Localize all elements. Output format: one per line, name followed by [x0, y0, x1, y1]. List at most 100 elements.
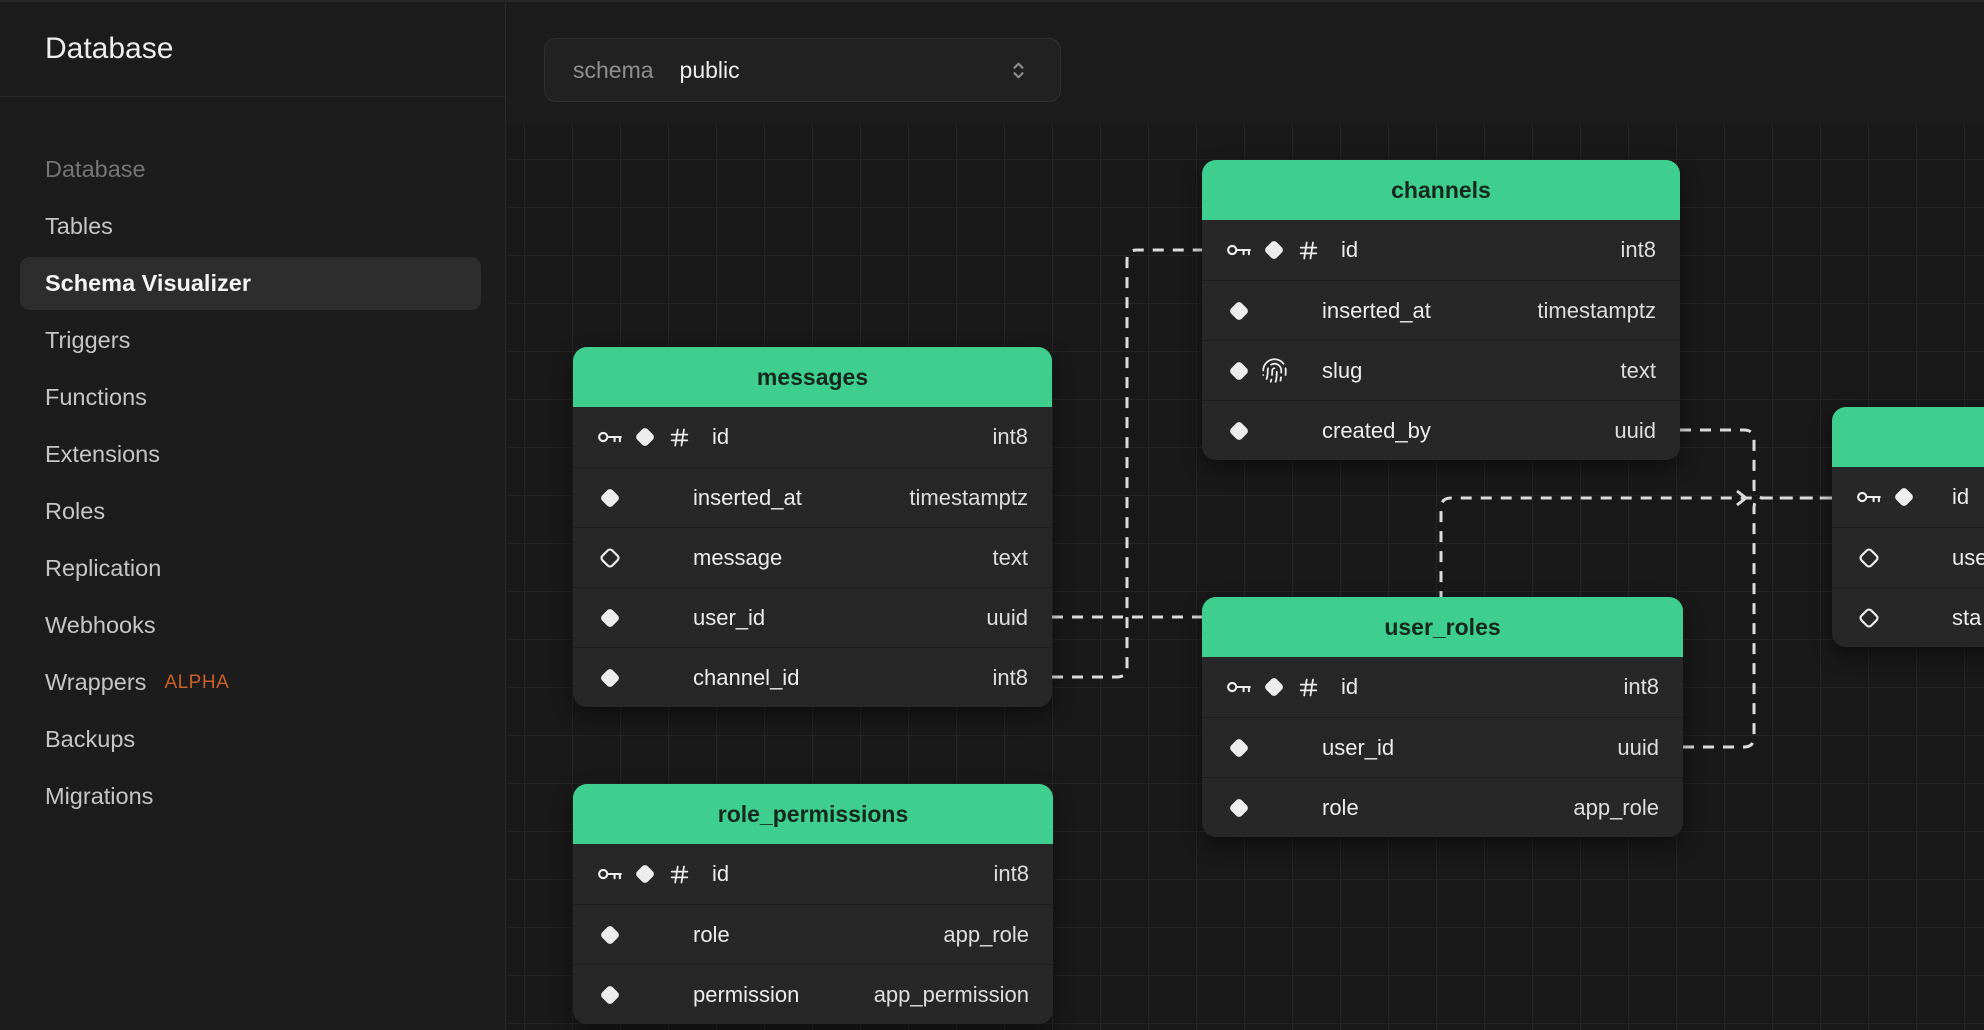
table-row: user_id uuid	[1202, 717, 1683, 777]
diamond-filled-icon	[632, 861, 658, 887]
diamond-outline-icon	[1856, 605, 1882, 631]
column-name: use	[1952, 544, 1984, 570]
column-icons	[1226, 357, 1302, 384]
column-type: int8	[993, 861, 1029, 886]
hash-icon	[1296, 238, 1321, 263]
column-type: text	[1620, 357, 1656, 383]
column-name: role	[1322, 794, 1359, 820]
sidebar-item-replication[interactable]: Replication	[45, 555, 162, 581]
sidebar-item-extensions[interactable]: Extensions	[45, 441, 160, 467]
column-icons	[1226, 418, 1302, 444]
diamond-filled-icon	[1226, 298, 1252, 324]
sidebar-item-migrations[interactable]: Migrations	[45, 783, 154, 809]
column-icons	[1856, 484, 1932, 510]
column-name: id	[1341, 237, 1359, 262]
column-type: app_role	[1573, 794, 1659, 820]
column-type: int8	[1620, 237, 1656, 262]
column-icons	[597, 485, 673, 511]
primary-key-icon	[597, 424, 623, 450]
diamond-filled-icon	[1261, 237, 1287, 263]
column-type: uuid	[1617, 734, 1659, 760]
table-row: sta	[1832, 587, 1984, 647]
sidebar: Database Database Tables Schema Visualiz…	[0, 2, 506, 1030]
sidebar-item-backups[interactable]: Backups	[45, 726, 136, 752]
hash-icon	[1296, 675, 1321, 700]
diamond-filled-icon	[597, 982, 623, 1008]
table-header: role_permissions	[573, 784, 1053, 844]
column-name: slug	[1322, 357, 1363, 383]
column-name: id	[1952, 484, 1970, 509]
column-type: text	[992, 544, 1028, 570]
sidebar-item-tables[interactable]: Tables	[45, 213, 113, 239]
primary-key-icon	[597, 861, 623, 887]
sidebar-item-schema-visualizer[interactable]: Schema Visualizer	[0, 255, 505, 312]
column-type: int8	[1623, 674, 1659, 699]
column-icons	[597, 982, 673, 1008]
column-icons	[597, 861, 692, 887]
table-row: inserted_at timestamptz	[573, 467, 1052, 527]
diamond-filled-icon	[632, 424, 658, 450]
column-icons	[597, 424, 692, 450]
sidebar-item-webhooks[interactable]: Webhooks	[45, 612, 156, 638]
column-name: id	[1341, 674, 1359, 699]
column-name: role	[693, 921, 730, 947]
schema-select[interactable]: schema public	[544, 38, 1061, 102]
table-node[interactable]: id use sta	[1832, 407, 1984, 647]
column-name: channel_id	[693, 664, 800, 690]
diamond-filled-icon	[1891, 484, 1917, 510]
diamond-outline-icon	[1856, 545, 1882, 571]
relationship-edge	[1052, 248, 1202, 679]
table-row: id	[1832, 467, 1984, 527]
diamond-filled-icon	[1261, 674, 1287, 700]
column-type: int8	[992, 424, 1028, 449]
column-type: app_role	[943, 921, 1029, 947]
primary-key-icon	[1226, 237, 1252, 263]
sidebar-item-wrappers[interactable]: Wrappers ALPHA	[45, 669, 230, 695]
column-icons	[597, 545, 673, 571]
table-row: role app_role	[573, 904, 1053, 964]
column-name: inserted_at	[693, 484, 802, 510]
diamond-filled-icon	[1226, 358, 1252, 384]
diamond-filled-icon	[597, 922, 623, 948]
fingerprint-icon	[1261, 357, 1288, 384]
alpha-badge: ALPHA	[164, 671, 230, 693]
column-name: user_id	[1322, 734, 1395, 760]
schema-select-label: schema	[573, 56, 654, 83]
primary-key-icon	[1856, 484, 1882, 510]
primary-key-icon	[1226, 674, 1252, 700]
diamond-filled-icon	[1226, 795, 1252, 821]
table-row: slug text	[1202, 340, 1680, 400]
column-type: uuid	[986, 604, 1028, 630]
column-type: app_permission	[873, 981, 1029, 1007]
column-type: uuid	[1614, 417, 1656, 443]
column-icons	[1226, 237, 1321, 263]
table-row: use	[1832, 527, 1984, 587]
diamond-filled-icon	[597, 485, 623, 511]
chevron-up-down-icon	[1005, 57, 1032, 84]
column-icons	[597, 922, 673, 948]
sidebar-item-database-label: Database	[45, 156, 146, 182]
sidebar-item-triggers[interactable]: Triggers	[45, 327, 131, 353]
hash-icon	[667, 425, 692, 450]
column-type: timestamptz	[909, 484, 1028, 510]
table-header: channels	[1202, 160, 1680, 220]
sidebar-item-roles[interactable]: Roles	[45, 498, 106, 524]
column-icons	[1226, 674, 1321, 700]
column-name: inserted_at	[1322, 297, 1431, 323]
sidebar-item-functions[interactable]: Functions	[45, 384, 147, 410]
column-icons	[1226, 735, 1302, 761]
diamond-filled-icon	[597, 665, 623, 691]
column-icons	[1856, 545, 1932, 571]
schema-select-value: public	[679, 56, 740, 83]
